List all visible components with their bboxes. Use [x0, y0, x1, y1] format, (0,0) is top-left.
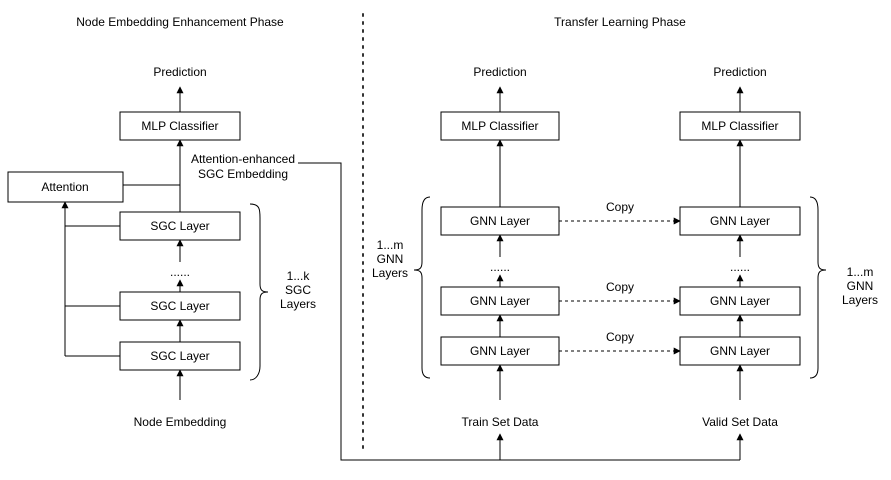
valid-mlp-box	[679, 111, 801, 141]
valid-gnn-mid-box	[679, 286, 801, 316]
train-gnn-mid-label: GNN Layer	[470, 294, 530, 308]
sgc-layer-mid-box	[119, 291, 241, 321]
train-prediction-label: Prediction	[473, 65, 526, 79]
train-gnn-bottom-box	[440, 336, 560, 366]
train-gnn-layers-brace	[413, 196, 431, 379]
sgc-ellipsis: ......	[170, 265, 190, 279]
attention-label: Attention	[41, 180, 88, 194]
embedding-transfer-line	[298, 162, 740, 461]
phase-title-left: Node Embedding Enhancement Phase	[76, 15, 284, 29]
left-mlp-box	[119, 111, 241, 141]
valid-prediction-label: Prediction	[713, 65, 766, 79]
attn-output-label-1: Attention-enhanced	[191, 152, 295, 166]
sgc-layer-top-label: SGC Layer	[150, 219, 209, 233]
train-gnn-bottom-label: GNN Layer	[470, 344, 530, 358]
valid-brace-label-2: GNN	[847, 279, 874, 293]
valid-gnn-mid-label: GNN Layer	[710, 294, 770, 308]
train-brace-label-3: Layers	[372, 266, 408, 280]
node-embedding-label: Node Embedding	[134, 415, 227, 429]
valid-gnn-top-box	[679, 206, 801, 236]
sgc-brace-label-2: SGC	[285, 283, 311, 297]
train-mlp-label: MLP Classifier	[461, 119, 538, 133]
valid-gnn-bottom-box	[679, 336, 801, 366]
train-gnn-top-label: GNN Layer	[470, 214, 530, 228]
valid-gnn-layers-brace	[809, 196, 827, 379]
sgc-layer-top-box	[119, 211, 241, 241]
valid-data-label: Valid Set Data	[702, 415, 778, 429]
sgc-layer-bottom-box	[119, 341, 241, 371]
copy-top-label: Copy	[606, 200, 634, 214]
attention-box	[7, 171, 124, 203]
train-ellipsis: ......	[490, 260, 510, 274]
train-brace-label-1: 1...m	[377, 238, 404, 252]
phase-title-right: Transfer Learning Phase	[554, 15, 686, 29]
valid-brace-label-3: Layers	[842, 293, 878, 307]
train-brace-label-2: GNN	[377, 252, 404, 266]
train-mlp-box	[440, 111, 560, 141]
sgc-layer-bottom-label: SGC Layer	[150, 349, 209, 363]
left-mlp-label: MLP Classifier	[141, 119, 218, 133]
copy-mid-label: Copy	[606, 280, 634, 294]
sgc-layers-brace	[249, 203, 269, 381]
valid-gnn-bottom-label: GNN Layer	[710, 344, 770, 358]
copy-bottom-label: Copy	[606, 330, 634, 344]
valid-brace-label-1: 1...m	[847, 265, 874, 279]
valid-gnn-top-label: GNN Layer	[710, 214, 770, 228]
left-prediction-label: Prediction	[153, 65, 206, 79]
sgc-layer-mid-label: SGC Layer	[150, 299, 209, 313]
train-data-label: Train Set Data	[462, 415, 539, 429]
sgc-brace-label-1: 1...k	[287, 269, 311, 283]
valid-mlp-label: MLP Classifier	[701, 119, 778, 133]
valid-ellipsis: ......	[730, 260, 750, 274]
sgc-brace-label-3: Layers	[280, 297, 316, 311]
attn-output-label-2: SGC Embedding	[198, 167, 288, 181]
